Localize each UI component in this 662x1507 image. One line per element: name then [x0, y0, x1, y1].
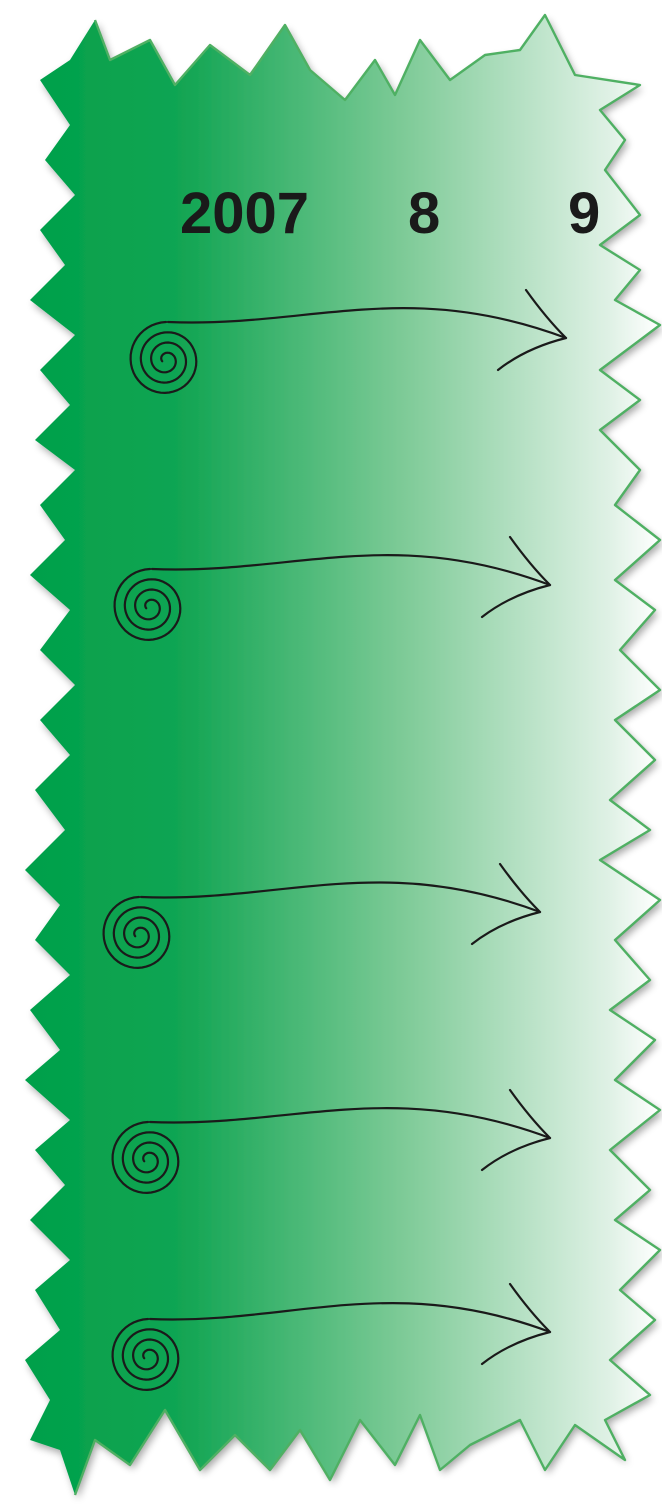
- month-label-8: 8: [408, 181, 440, 246]
- year-label: 2007: [180, 181, 309, 246]
- torn-paper-background: [25, 15, 660, 1495]
- month-label-9: 9: [568, 181, 600, 246]
